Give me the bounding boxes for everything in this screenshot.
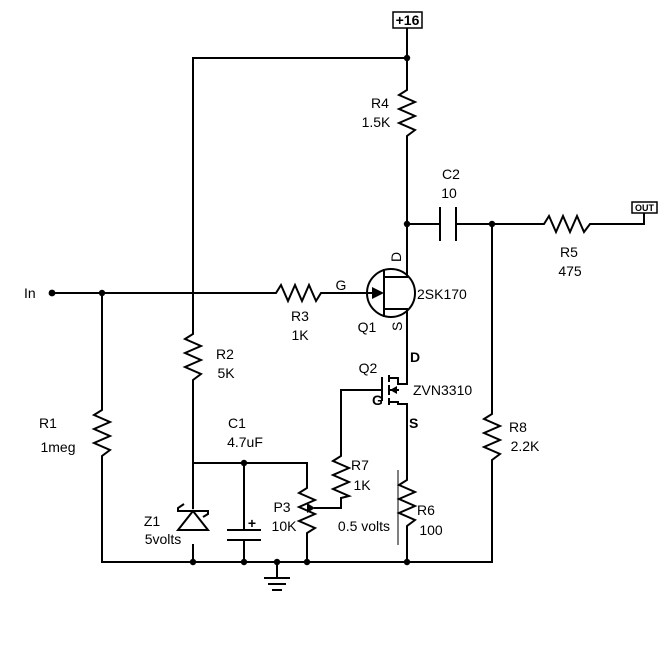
c1-value: 4.7uF xyxy=(227,434,263,450)
c1-ref: C1 xyxy=(228,415,246,431)
r4-ref: R4 xyxy=(371,95,389,111)
resistor-r5: R5 475 xyxy=(538,213,596,279)
q2-gate-label: G xyxy=(372,392,383,408)
q2-source-label: S xyxy=(409,415,418,431)
ground-icon xyxy=(264,577,290,591)
r5-ref: R5 xyxy=(560,244,578,260)
q2-drain-label: D xyxy=(410,349,420,365)
resistor-r4: R4 1.5K xyxy=(362,84,418,142)
r6-value: 100 xyxy=(419,522,443,538)
r7-ref: R7 xyxy=(351,457,369,473)
r5-value: 475 xyxy=(558,263,582,279)
potentiometer-p3: P3 10K xyxy=(272,482,318,537)
zener-z1: Z1 5volts xyxy=(144,503,211,547)
supply-label: +16 xyxy=(396,12,420,28)
r8-ref: R8 xyxy=(509,419,527,435)
q1-gate-label: G xyxy=(336,277,347,293)
q1-part: 2SK170 xyxy=(417,286,467,302)
resistor-r3: R3 1K xyxy=(270,282,326,343)
r6-ref: R6 xyxy=(417,502,435,518)
z1-ref: Z1 xyxy=(144,513,161,529)
resistor-r2: R2 5K xyxy=(182,328,235,390)
r8-value: 2.2K xyxy=(511,438,540,454)
voltage-annotation: 0.5 volts xyxy=(338,470,399,545)
r7-value: 1K xyxy=(353,477,371,493)
r1-value: 1meg xyxy=(40,439,75,455)
r2-value: 5K xyxy=(217,365,235,381)
r1-ref: R1 xyxy=(39,415,57,431)
q2-ref: Q2 xyxy=(359,360,378,376)
output-label: OUT xyxy=(635,203,655,213)
wires xyxy=(51,27,645,579)
input-label: In xyxy=(24,285,36,301)
p3-ref: P3 xyxy=(273,499,290,515)
r2-ref: R2 xyxy=(216,346,234,362)
resistor-r8: R8 2.2K xyxy=(481,408,540,468)
r3-value: 1K xyxy=(291,327,309,343)
c1-polarity: + xyxy=(248,515,256,531)
q1-source-label: S xyxy=(389,322,405,331)
q1-ref: Q1 xyxy=(358,319,377,335)
capacitor-c2: C2 10 xyxy=(439,166,460,241)
q1-drain-label: D xyxy=(388,252,404,262)
capacitor-c1: + C1 4.7uF xyxy=(227,415,263,541)
resistor-r1: R1 1meg xyxy=(39,404,113,466)
output-terminal: OUT xyxy=(631,201,658,214)
c2-value: 10 xyxy=(441,185,457,201)
junction-dots xyxy=(48,54,496,566)
p3-value: 10K xyxy=(272,518,298,534)
c2-ref: C2 xyxy=(442,166,460,182)
mosfet-q2: D G S Q2 ZVN3310 xyxy=(359,349,473,431)
r4-value: 1.5K xyxy=(362,114,391,130)
source-voltage-label: 0.5 volts xyxy=(338,518,390,534)
r3-ref: R3 xyxy=(291,308,309,324)
resistor-r6: R6 100 xyxy=(396,474,443,538)
supply-terminal: +16 xyxy=(392,11,423,29)
resistor-r7: R7 1K xyxy=(330,450,371,499)
z1-value: 5volts xyxy=(145,531,182,547)
q2-part: ZVN3310 xyxy=(413,382,472,398)
jfet-q1: G D S 2SK170 Q1 xyxy=(336,252,467,335)
